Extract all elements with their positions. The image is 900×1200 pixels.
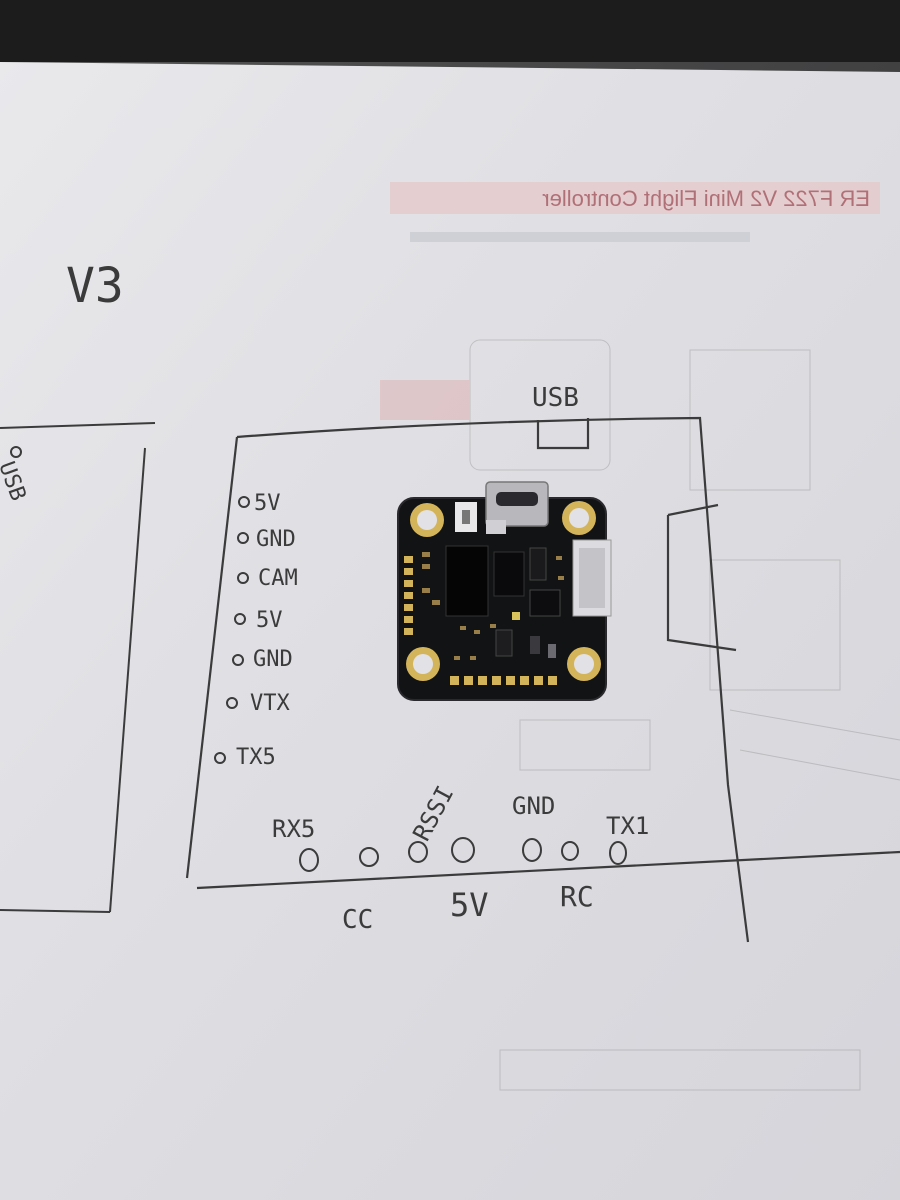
side-solder-pads — [404, 556, 413, 635]
svg-text:VTX: VTX — [250, 691, 290, 716]
label-gnd: GND — [512, 792, 555, 820]
component — [529, 547, 547, 581]
svg-text:TX5: TX5 — [236, 745, 276, 770]
mounting-hole — [567, 647, 601, 681]
side-connector — [572, 539, 612, 617]
label-rx5: RX5 — [272, 815, 315, 843]
mcu-chip — [445, 545, 489, 617]
mounting-hole — [562, 501, 596, 535]
svg-text:5V: 5V — [254, 491, 281, 516]
left-sketch — [0, 422, 156, 913]
pad — [512, 612, 520, 620]
usb-connector — [485, 481, 549, 527]
label-cc: CC — [342, 905, 373, 935]
boot-button — [455, 502, 477, 532]
svg-text:5V: 5V — [256, 608, 283, 633]
component — [548, 644, 556, 658]
left-pad-list: 5V GND CAM 5V GND VTX TX5 — [214, 491, 298, 770]
flight-controller-board — [397, 481, 612, 701]
crystal — [486, 520, 506, 534]
osd-chip — [493, 551, 525, 597]
left-sketch-pad — [10, 446, 22, 458]
left-pad-item: VTX — [226, 691, 290, 716]
version-label: V3 — [66, 258, 124, 314]
left-pad-item: 5V — [238, 491, 281, 516]
left-pad-item: 5V — [234, 608, 283, 633]
left-pad-item: CAM — [237, 566, 298, 591]
show-through-diagrams — [380, 339, 900, 1091]
left-pad-item: GND — [237, 527, 296, 552]
printed-header-text: ER F722 V2 Mini Flight Controller — [542, 186, 870, 211]
bottom-pad-row — [299, 837, 627, 872]
mounting-hole — [410, 503, 444, 537]
main-sketch-box — [185, 416, 900, 943]
svg-text:GND: GND — [256, 527, 296, 552]
component — [530, 636, 540, 654]
bottom-pad-bottom-labels: CC 5V RC — [342, 880, 594, 935]
smd-parts — [422, 552, 564, 660]
printed-header: ER F722 V2 Mini Flight Controller — [390, 182, 880, 242]
label-5v: 5V — [450, 886, 489, 924]
component — [529, 589, 561, 617]
component — [495, 629, 513, 657]
label-rc: RC — [560, 880, 594, 913]
svg-text:GND: GND — [253, 647, 293, 672]
bottom-solder-pads — [450, 676, 557, 685]
usb-label: USB — [532, 383, 579, 413]
label-tx1: TX1 — [606, 812, 649, 840]
mounting-hole — [406, 647, 440, 681]
left-pad-item: TX5 — [214, 745, 276, 770]
left-pad-item: GND — [232, 647, 293, 672]
svg-text:CAM: CAM — [258, 566, 298, 591]
